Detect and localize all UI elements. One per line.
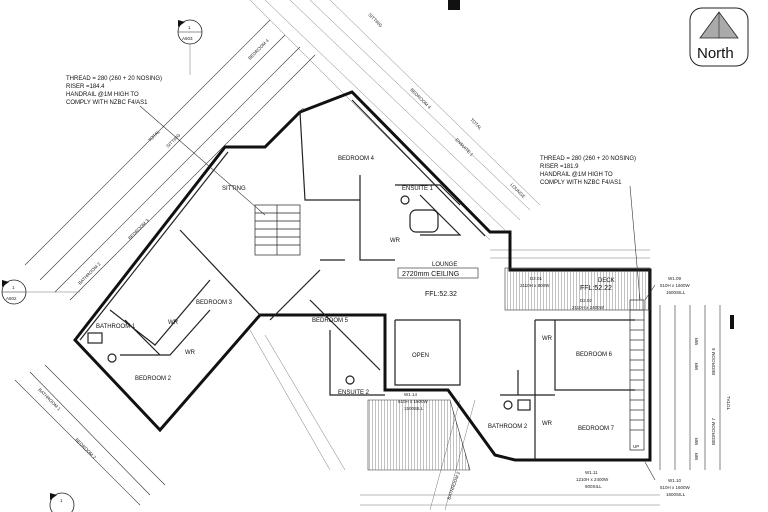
room-open: OPEN	[412, 353, 429, 359]
dim-left-bathroom2: BATHROOM 2	[77, 261, 102, 286]
tag-w110-sill: 1600SILL	[666, 492, 686, 497]
tag-w111-sill: 900SILL	[585, 484, 602, 489]
room-bedroom-7: BEDROOM 7	[578, 426, 615, 432]
window-tags: D2.01 2110H x 800W D2.02 2110H x 2400W W…	[398, 276, 691, 497]
exterior-walls	[73, 90, 652, 462]
section-bottom-number: 1	[60, 498, 63, 503]
dimension-lines-bottom	[14, 329, 476, 511]
dim-bottom-bathroom1: BATHROOM 1	[37, 387, 62, 412]
stair-note-right-line-1: THREAD = 280 (260 + 20 NOSING)	[540, 156, 636, 162]
stair-right	[629, 299, 645, 451]
dim-right-total: TOTAL	[726, 395, 731, 410]
dim-right-wr3: WR	[694, 437, 699, 445]
dim-top-lounge: LOUNGE	[509, 182, 526, 199]
room-ffl-deck: FFL:52.22	[580, 285, 612, 292]
tag-w114-sill: 1500SILL	[404, 406, 424, 411]
room-deck: DECK	[598, 278, 615, 284]
dim-top-total-2: TOTAL	[469, 117, 483, 131]
room-sitting: SITTING	[222, 186, 246, 192]
room-wr-b6: WR	[542, 336, 553, 342]
dim-right-wr1: WR	[694, 337, 699, 345]
deck-area	[504, 267, 651, 311]
tag-w114-size: 610H x 1600W	[398, 399, 429, 404]
room-bedroom-3: BEDROOM 3	[196, 300, 233, 306]
tag-w110-code: W1.10	[668, 478, 682, 483]
room-wr-b3: WR	[168, 320, 179, 326]
interior-walls	[109, 111, 635, 460]
stair-note-left-line-1: THREAD = 280 (260 + 20 NOSING)	[66, 76, 162, 82]
north-arrow: North	[689, 7, 749, 67]
stair-note-left-line-4: COMPLY WITH NZBC F4/AS1	[66, 100, 148, 106]
stair-note-right-line-2: RISER =181.9	[540, 164, 579, 170]
dim-right-bedroom6: BEDROOM 6	[711, 347, 716, 375]
room-labels: BEDROOM 4 ENSUITE 1 WR LOUNGE 2720mm CEI…	[96, 156, 639, 449]
section-left-number: 1	[12, 285, 15, 290]
stair-note-right-line-3: HANDRAIL @1M HIGH TO	[540, 172, 613, 178]
room-ensuite-1: ENSUITE 1	[402, 186, 434, 192]
section-top-sheet: A503	[182, 36, 193, 41]
north-label: North	[697, 45, 734, 62]
section-marker-bottom: 1	[49, 492, 75, 512]
dim-right-wr4: WR	[694, 452, 699, 460]
room-ffl-lounge: FFL:52.32	[425, 291, 457, 298]
tag-w111-size: 1210H x 2400W	[576, 477, 609, 482]
dimension-lines-right	[360, 249, 721, 506]
stair-note-right-line-4: COMPLY WITH NZBC F4/AS1	[540, 180, 622, 186]
section-top-number: 1	[188, 25, 191, 30]
stair-note-left-line-2: RISER =184.4	[66, 84, 105, 90]
tag-w109-code: W1.09	[668, 276, 682, 281]
dim-top-bedroom4-2: BEDROOM 4	[409, 87, 432, 110]
room-ensuite-2: ENSUITE 2	[338, 390, 370, 396]
dim-top-wr: WR	[297, 106, 306, 115]
stair-note-left: THREAD = 280 (260 + 20 NOSING) RISER =18…	[66, 76, 266, 216]
stair-note-left-line-3: HANDRAIL @1M HIGH TO	[66, 92, 139, 98]
fixtures	[87, 195, 531, 411]
dimension-lines-top	[24, 0, 541, 301]
section-left-sheet: A502	[6, 296, 17, 301]
tag-d201-size: 2110H x 800W	[520, 283, 550, 288]
dim-top-ensuite1: ENSUITE 1	[454, 137, 474, 157]
tag-w114-code: W1.14	[404, 392, 418, 397]
tag-d201-code: D2.01	[530, 276, 543, 281]
room-lounge: LOUNGE	[432, 262, 457, 268]
stair-note-right: THREAD = 280 (260 + 20 NOSING) RISER =18…	[540, 156, 641, 301]
dim-top-bedroom4: BEDROOM 4	[247, 38, 270, 61]
room-wr-b2: WR	[185, 350, 196, 356]
section-marker-top: 1 A503	[177, 19, 203, 75]
dim-left-bedroom3: BEDROOM 3	[127, 218, 150, 241]
tag-w109-size: 510H x 1600W	[660, 283, 691, 288]
dim-right-wr2: WR	[694, 362, 699, 370]
entry-deck-area	[367, 399, 471, 471]
section-marker-left: 1 A502	[1, 279, 80, 305]
room-wr-b7: WR	[542, 421, 553, 427]
dim-top-sitting-2: SITTING	[367, 12, 383, 28]
room-wr-top: WR	[390, 238, 401, 244]
dim-right-bedroom7: BEDROOM 7	[711, 417, 716, 445]
tag-d202-code: D2.02	[580, 298, 593, 303]
tag-d202-size: 2110H x 2400W	[572, 305, 605, 310]
tag-w109-sill: 1600SILL	[666, 290, 686, 295]
room-bathroom-2: BATHROOM 2	[488, 424, 528, 430]
room-bedroom-6: BEDROOM 6	[576, 352, 613, 358]
dim-bottom-bathroom2: BATHROOM 2	[446, 471, 461, 501]
room-bedroom-5: BEDROOM 5	[312, 318, 349, 324]
section-cut-mark	[730, 315, 734, 329]
tag-w111-code: W1.11	[585, 470, 598, 475]
stair-up-label: UP	[633, 444, 639, 449]
page-edge-mark	[448, 0, 460, 10]
tag-w110-size: 510H x 1600W	[660, 485, 691, 490]
room-bedroom-4: BEDROOM 4	[338, 156, 375, 162]
dim-bottom-bedroom2: BEDROOM 2	[74, 437, 97, 460]
room-bathroom-1: BATHROOM 1	[96, 324, 136, 330]
room-ceiling: 2720mm CEILING	[402, 271, 459, 278]
room-bedroom-2: BEDROOM 2	[135, 376, 172, 382]
